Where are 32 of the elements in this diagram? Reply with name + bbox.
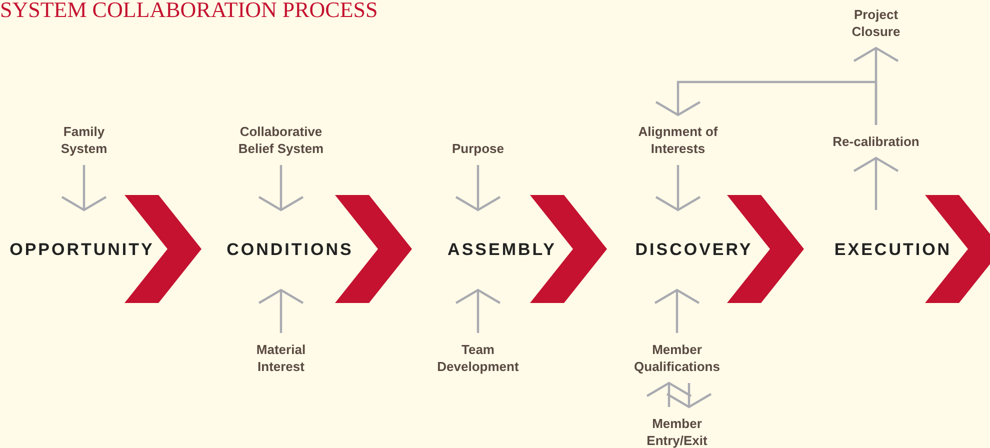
- arrow: [666, 383, 712, 408]
- chevron-arrow: [530, 195, 607, 303]
- chevron-arrow: [925, 195, 990, 303]
- arrow: [654, 80, 878, 125]
- stage-label: ASSEMBLY: [446, 240, 558, 260]
- arrow: [454, 288, 502, 333]
- node-label: Member Qualifications: [633, 341, 721, 375]
- arrow: [258, 288, 304, 333]
- arrow: [60, 165, 108, 212]
- chevron-arrow: [124, 195, 202, 303]
- stage-label: CONDITIONS: [226, 240, 354, 260]
- arrow: [852, 156, 900, 210]
- chevron-arrow: [335, 195, 412, 303]
- stage-label: OPPORTUNITY: [8, 240, 156, 260]
- title: SYSTEM COLLABORATION PROCESS: [0, 0, 378, 23]
- node-label: Member Entry/Exit: [646, 415, 708, 448]
- arrow: [258, 165, 304, 212]
- node-label: Alignment of Interests: [637, 123, 719, 157]
- arrow: [654, 288, 700, 333]
- stage-label: DISCOVERY: [634, 240, 754, 260]
- node-label: Purpose: [450, 140, 505, 157]
- stage-label: EXECUTION: [833, 240, 953, 260]
- arrow: [646, 382, 692, 407]
- arrow: [454, 165, 502, 212]
- node-label: Team Development: [436, 341, 520, 375]
- node-label: Collaborative Belief System: [237, 123, 325, 157]
- node-label: Family System: [60, 123, 108, 157]
- node-label: Project Closure: [850, 6, 902, 40]
- node-label: Re-calibration: [832, 133, 920, 150]
- arrow: [654, 165, 702, 212]
- node-label: Material Interest: [255, 341, 307, 375]
- chevron-arrow: [727, 195, 804, 303]
